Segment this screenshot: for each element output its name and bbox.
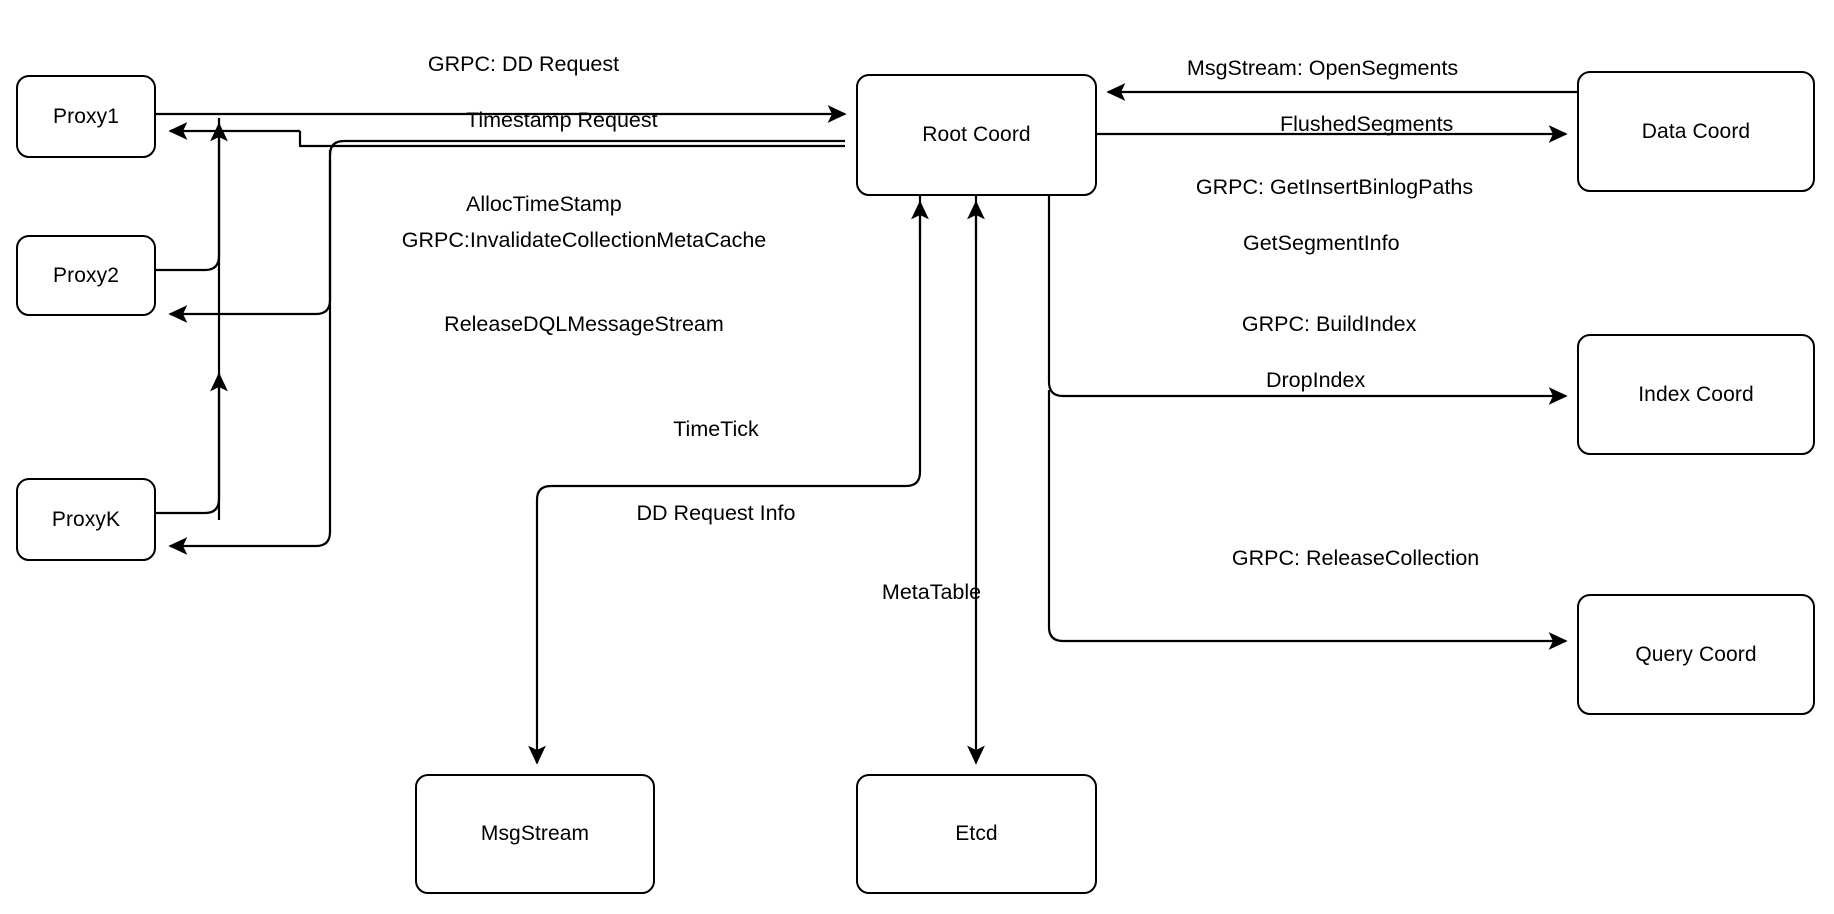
edge-label-root-to-proxy-line1: GRPC:InvalidateCollectionMetaCache xyxy=(401,228,767,252)
edge-rootcoord-right-trunk-lower xyxy=(1047,390,1568,650)
edge-label-root-to-etcd-line1: MetaTable xyxy=(881,580,982,604)
edge-label-root-to-indexcoord-line1: GRPC: BuildIndex xyxy=(1241,312,1417,336)
edge-label-root-to-proxy: GRPC:InvalidateCollectionMetaCache Relea… xyxy=(380,170,788,394)
edge-label-root-to-querycoord-line1: GRPC: ReleaseCollection xyxy=(1231,546,1480,570)
edge-label-root-to-querycoord: GRPC: ReleaseCollection xyxy=(1208,516,1479,600)
node-proxyk-label: ProxyK xyxy=(51,507,121,531)
edge-label-root-to-indexcoord: GRPC: BuildIndex DropIndex xyxy=(1218,282,1416,450)
node-msgstream-label: MsgStream xyxy=(480,822,590,846)
edge-proxy2-to-riser xyxy=(156,122,228,272)
edge-label-proxy-to-root-line2: Timestamp Request xyxy=(466,108,658,132)
edge-label-root-to-indexcoord-line2: DropIndex xyxy=(1266,368,1366,392)
edge-label-datacoord-to-root-line1: MsgStream: OpenSegments xyxy=(1186,56,1459,80)
node-proxyk[interactable]: ProxyK xyxy=(16,478,156,561)
edge-label-root-to-msgstream-line2: DD Request Info xyxy=(636,501,796,525)
node-root-coord-label: Root Coord xyxy=(922,123,1031,147)
node-query-coord-label: Query Coord xyxy=(1635,642,1757,666)
node-etcd-label: Etcd xyxy=(955,822,998,846)
edge-label-root-to-msgstream-line1: TimeTick xyxy=(673,417,759,441)
node-proxy2-label: Proxy2 xyxy=(53,263,119,287)
node-etcd[interactable]: Etcd xyxy=(856,774,1097,894)
edge-rootcoord-return-to-proxy1-corner xyxy=(298,131,845,148)
node-msgstream[interactable]: MsgStream xyxy=(415,774,655,894)
edge-label-root-to-etcd: MetaTable xyxy=(858,550,981,634)
edge-label-datacoord-to-root-line2: FlushedSegments xyxy=(1280,112,1454,136)
edge-label-root-to-datacoord-line1: GRPC: GetInsertBinlogPaths xyxy=(1195,175,1474,199)
node-root-coord[interactable]: Root Coord xyxy=(856,74,1097,196)
node-query-coord[interactable]: Query Coord xyxy=(1577,594,1815,715)
node-index-coord-label: Index Coord xyxy=(1638,382,1754,406)
edge-label-root-to-proxy-line2: ReleaseDQLMessageStream xyxy=(444,312,724,336)
edge-label-datacoord-to-root: MsgStream: OpenSegments FlushedSegments xyxy=(1163,26,1458,194)
edge-rootcoord-return-bus xyxy=(168,150,332,323)
node-index-coord[interactable]: Index Coord xyxy=(1577,334,1815,455)
edge-label-proxy-to-root-line1: GRPC: DD Request xyxy=(427,52,620,76)
edge-label-root-to-msgstream: TimeTick DD Request Info xyxy=(616,359,816,583)
edge-proxyk-to-riser xyxy=(156,372,228,515)
edge-label-proxy-to-root-line3: AllocTimeStamp xyxy=(466,192,622,216)
node-proxy2[interactable]: Proxy2 xyxy=(16,235,156,316)
edge-rootcoord-to-msgstream xyxy=(528,196,922,765)
node-data-coord-label: Data Coord xyxy=(1641,119,1751,143)
node-data-coord[interactable]: Data Coord xyxy=(1577,71,1815,192)
edge-label-proxy-to-root: GRPC: DD Request Timestamp Request Alloc… xyxy=(404,22,658,274)
node-proxy1[interactable]: Proxy1 xyxy=(16,75,156,158)
edge-rootcoord-right-trunk xyxy=(1047,196,1064,398)
node-proxy1-label: Proxy1 xyxy=(53,104,119,128)
edge-label-root-to-datacoord: GRPC: GetInsertBinlogPaths GetSegmentInf… xyxy=(1172,145,1473,313)
edge-label-root-to-datacoord-line2: GetSegmentInfo xyxy=(1243,231,1400,255)
edge-rootcoord-to-proxyk xyxy=(168,160,332,555)
